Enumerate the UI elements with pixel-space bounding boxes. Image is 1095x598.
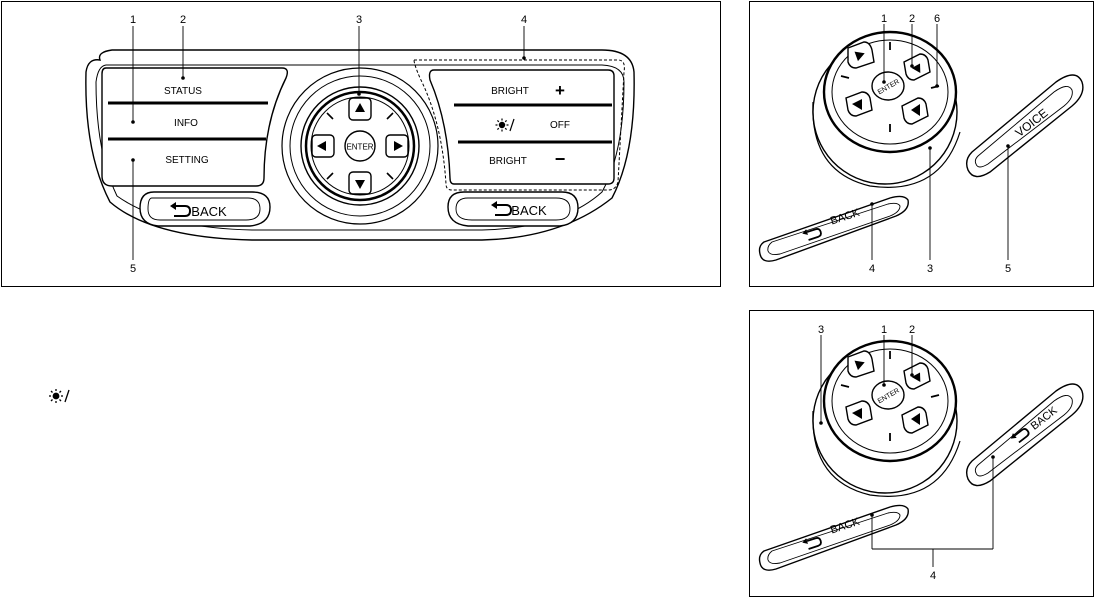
back-button-left[interactable]: BACK [139, 191, 271, 227]
steering-switch-figure-voice: ENTER VOICE BACK 1 2 6 4 3 5 [749, 1, 1094, 287]
off-label: OFF [550, 120, 570, 131]
callout-5: 5 [1005, 263, 1011, 275]
callout-4: 4 [930, 570, 936, 582]
callout-1: 1 [881, 13, 887, 25]
callout-4: 4 [521, 14, 527, 26]
back-button-right[interactable]: BACK [447, 191, 579, 227]
callout-2: 2 [909, 13, 915, 25]
up-arrow-button[interactable] [847, 41, 875, 69]
main-control-panel-figure: STATUS INFO SETTING BRIGHT + OFF BRIGHT … [1, 1, 721, 287]
dial-tick-marks [326, 112, 394, 180]
back-arrow-icon [802, 228, 822, 241]
left-button-group: STATUS INFO SETTING [101, 67, 289, 187]
control-dial: ENTER [812, 339, 961, 497]
callout-2: 2 [909, 324, 915, 336]
bright-up-label: BRIGHT [491, 86, 529, 97]
bright-down-label: BRIGHT [489, 156, 527, 167]
down-arrow-icon [911, 413, 920, 425]
enter-label: ENTER [346, 143, 373, 152]
down-arrow-icon [355, 180, 365, 189]
callout-lines [132, 26, 525, 260]
back-button-left[interactable]: BACK [758, 504, 909, 571]
right-arrow-button[interactable] [385, 134, 409, 158]
dashed-outline [413, 59, 625, 191]
up-arrow-icon [355, 103, 365, 112]
day-night-icon [495, 118, 524, 132]
main-control-panel-drawing: STATUS INFO SETTING BRIGHT + OFF BRIGHT … [85, 14, 635, 275]
callout-3: 3 [927, 263, 933, 275]
callout-lines [820, 335, 994, 567]
up-arrow-button[interactable] [348, 97, 372, 121]
down-arrow-icon [911, 104, 920, 116]
back-arrow-icon [1010, 428, 1030, 444]
central-dial: ENTER [281, 67, 439, 225]
multi-function-dial[interactable] [304, 90, 416, 202]
day-night-icon [49, 389, 80, 403]
right-arrow-button[interactable] [903, 53, 931, 81]
enter-button[interactable]: ENTER [344, 130, 376, 162]
right-arrow-icon [911, 372, 921, 382]
callout-3: 3 [356, 14, 362, 26]
right-arrow-icon [911, 63, 921, 73]
down-arrow-button[interactable] [901, 97, 929, 125]
left-arrow-icon [317, 141, 326, 151]
down-arrow-button[interactable] [348, 171, 372, 195]
left-arrow-icon [852, 99, 862, 110]
panel-bezel [85, 49, 635, 241]
callout-dots [819, 373, 995, 517]
back-button[interactable]: BACK [758, 195, 909, 262]
enter-button[interactable]: ENTER [871, 380, 905, 410]
callout-6: 6 [934, 13, 940, 25]
back-arrow-icon [170, 202, 192, 217]
steering-switch-drawing-voice: ENTER VOICE BACK 1 2 6 4 3 5 [758, 13, 1084, 275]
info-label: INFO [174, 118, 198, 129]
back-arrow-icon [491, 201, 513, 216]
day-night-off-button[interactable] [448, 107, 614, 140]
callout-3: 3 [818, 324, 824, 336]
enter-button[interactable]: ENTER [871, 71, 905, 101]
callout-1: 1 [130, 14, 136, 26]
callout-2: 2 [180, 14, 186, 26]
back-button-right[interactable]: BACK [965, 383, 1084, 487]
back-arrow-icon [802, 537, 822, 550]
steering-switch-figure-back: ENTER BACK BACK 3 1 2 4 [749, 310, 1094, 597]
back-label: BACK [191, 204, 227, 219]
callout-4: 4 [869, 263, 875, 275]
steering-switch-drawing-back: ENTER BACK BACK 3 1 2 4 [758, 324, 1084, 582]
control-dial: ENTER [812, 30, 961, 188]
plus-label: + [555, 81, 565, 100]
callout-1: 1 [881, 324, 887, 336]
voice-button[interactable]: VOICE [965, 74, 1084, 178]
right-arrow-icon [394, 141, 403, 151]
up-arrow-icon [854, 360, 865, 371]
left-arrow-button[interactable] [845, 91, 873, 117]
callout-dots [870, 64, 1010, 206]
right-button-group: BRIGHT + OFF BRIGHT − [413, 59, 625, 191]
left-arrow-icon [852, 408, 862, 419]
bright-down-button[interactable] [452, 144, 614, 184]
back-label: BACK [511, 203, 547, 218]
callout-5: 5 [130, 263, 136, 275]
left-arrow-button[interactable] [845, 400, 873, 426]
status-label: STATUS [164, 86, 202, 97]
minus-label: − [555, 149, 566, 169]
right-arrow-button[interactable] [903, 362, 931, 390]
up-arrow-button[interactable] [847, 350, 875, 378]
callout-lines [871, 24, 1009, 260]
panel-bezel-inner [95, 64, 625, 231]
setting-label: SETTING [165, 155, 209, 166]
down-arrow-button[interactable] [901, 406, 929, 434]
callout-dots [131, 56, 526, 162]
up-arrow-icon [854, 51, 865, 62]
left-arrow-button[interactable] [311, 134, 335, 158]
